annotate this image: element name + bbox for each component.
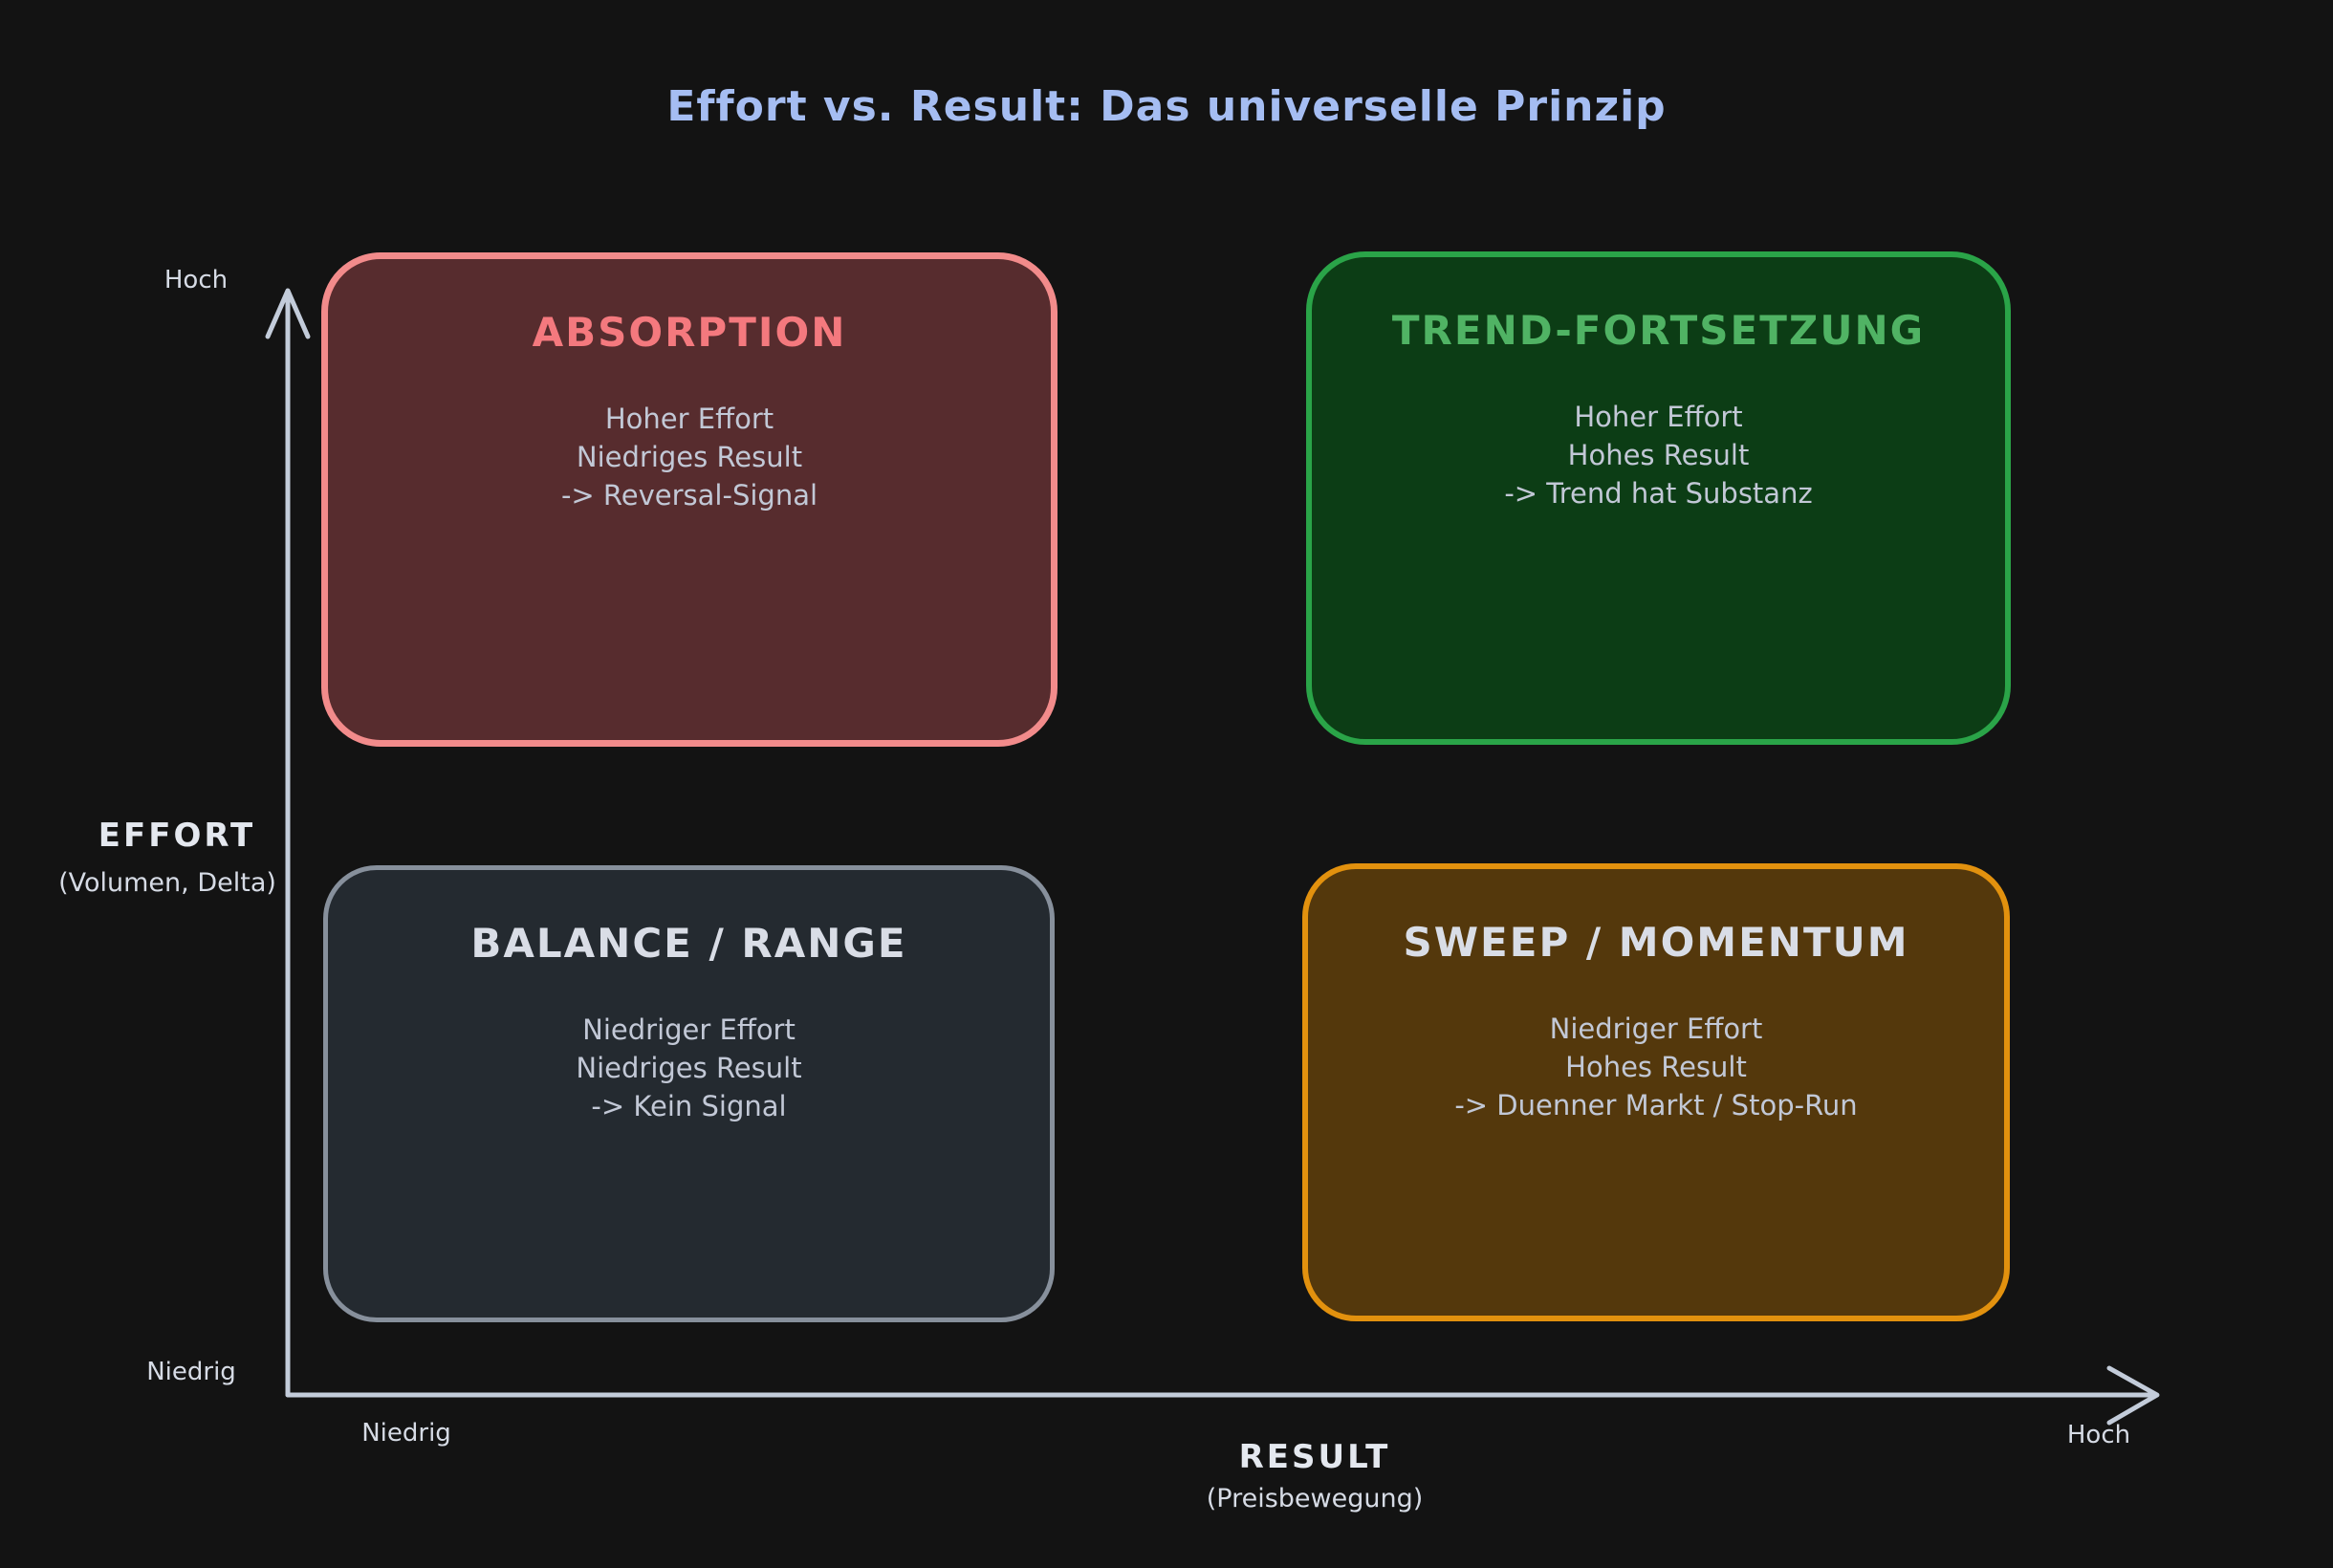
x-axis-subtitle: (Preisbewegung) <box>1206 1484 1424 1514</box>
quadrant-balance-range: BALANCE / RANGE Niedriger Effort Niedrig… <box>323 865 1055 1322</box>
quadrant-absorption-body: Hoher Effort Niedriges Result -> Reversa… <box>328 400 1051 514</box>
quadrant-sweep-momentum: SWEEP / MOMENTUM Niedriger Effort Hohes … <box>1302 863 2010 1321</box>
quadrant-text-line: Niedriger Effort <box>1549 1013 1763 1045</box>
y-axis-low-label: Niedrig <box>146 1358 236 1386</box>
y-axis-title: EFFORT <box>98 817 256 855</box>
quadrant-text-line: -> Reversal-Signal <box>560 479 818 512</box>
quadrant-trend-fortsetzung: TREND-FORTSETZUNG Hoher Effort Hohes Res… <box>1306 251 2011 745</box>
quadrant-text-line: -> Trend hat Substanz <box>1504 477 1813 510</box>
quadrant-sweep-momentum-body: Niedriger Effort Hohes Result -> Duenner… <box>1308 1010 2004 1124</box>
quadrant-trend-fortsetzung-body: Hoher Effort Hohes Result -> Trend hat S… <box>1312 398 2005 512</box>
quadrant-text-line: -> Kein Signal <box>591 1090 787 1122</box>
quadrant-balance-range-body: Niedriger Effort Niedriges Result -> Kei… <box>328 1011 1050 1125</box>
x-axis-low-label: Niedrig <box>361 1419 451 1448</box>
page-title: Effort vs. Result: Das universelle Prinz… <box>666 82 1667 131</box>
quadrant-text-line: Hoher Effort <box>1574 401 1743 433</box>
quadrant-absorption-title: ABSORPTION <box>532 309 847 356</box>
y-axis-high-label: Hoch <box>164 266 229 294</box>
quadrant-text-line: Niedriger Effort <box>582 1013 796 1046</box>
quadrant-text-line: Niedriges Result <box>576 441 803 473</box>
quadrant-sweep-momentum-title: SWEEP / MOMENTUM <box>1403 919 1909 966</box>
quadrant-text-line: Hohes Result <box>1565 1051 1747 1083</box>
x-axis-arrowhead-icon <box>2106 1365 2160 1426</box>
quadrant-absorption: ABSORPTION Hoher Effort Niedriges Result… <box>321 252 1057 747</box>
x-axis-title: RESULT <box>1238 1438 1391 1476</box>
y-axis-arrowhead-icon <box>265 288 311 339</box>
quadrant-trend-fortsetzung-title: TREND-FORTSETZUNG <box>1391 307 1926 354</box>
quadrant-text-line: Hohes Result <box>1567 439 1750 471</box>
quadrant-text-line: Hoher Effort <box>604 403 774 435</box>
quadrant-balance-range-title: BALANCE / RANGE <box>470 920 907 967</box>
quadrant-text-line: Niedriges Result <box>576 1052 802 1084</box>
y-axis-subtitle: (Volumen, Delta) <box>58 868 276 898</box>
x-axis-high-label: Hoch <box>2066 1421 2131 1449</box>
quadrant-text-line: -> Duenner Markt / Stop-Run <box>1454 1089 1858 1122</box>
